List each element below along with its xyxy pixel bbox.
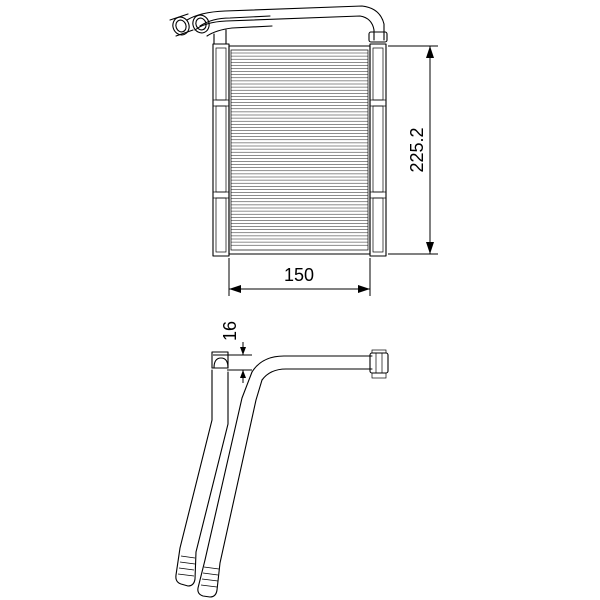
side-view: 16 [175,321,389,598]
side-upper-pipe [251,349,389,381]
depth-dimension: 16 [213,321,252,383]
right-tank [369,43,387,257]
width-dimension-label: 150 [284,265,314,285]
top-pipes [186,5,388,45]
depth-dimension-label: 16 [220,321,240,341]
side-tank-profile [211,351,229,369]
left-tank [212,43,230,257]
radiator-core [228,45,371,255]
side-left-pipe [175,367,229,587]
height-dimension-label: 225.2 [407,127,427,172]
front-view: 225.2 150 [169,5,438,296]
height-dimension: 225.2 [388,45,438,255]
core-fins [231,52,368,246]
width-dimension: 150 [228,258,371,296]
side-right-pipe [197,371,263,598]
pipe-openings [169,13,210,37]
